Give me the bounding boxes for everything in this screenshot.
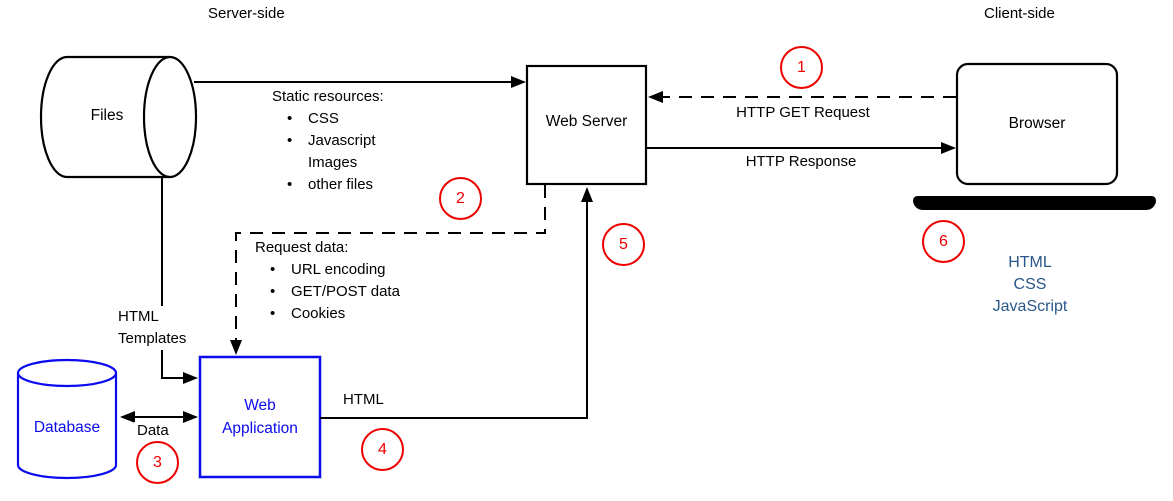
request-data-item: •Cookies xyxy=(255,303,400,325)
web-application-label-line1: Web xyxy=(244,397,276,414)
client-stack-html: HTML xyxy=(1008,254,1052,271)
callout-3: 3 xyxy=(136,441,179,484)
client-stack-javascript: JavaScript xyxy=(992,298,1068,315)
database-cylinder-body xyxy=(16,373,118,480)
client-stack-block: HTML CSS JavaScript xyxy=(968,252,1092,318)
web-server-box xyxy=(525,64,648,186)
request-data-heading: Request data: xyxy=(255,239,349,256)
data-edge-label: Data xyxy=(134,422,172,440)
web-server-node-label: Web Server xyxy=(545,113,628,130)
callout-5: 5 xyxy=(602,223,645,266)
web-application-label-line2: Application xyxy=(222,420,298,437)
files-node-label: Files xyxy=(90,107,124,124)
edge-requestdata-dashed-arrow xyxy=(230,185,546,355)
callout-1: 1 xyxy=(780,46,823,89)
http-get-request-label: HTTP GET Request xyxy=(736,104,870,121)
server-side-heading: Server-side xyxy=(208,5,285,22)
callout-2: 2 xyxy=(439,177,482,220)
edge-html-up-arrow xyxy=(320,187,593,419)
http-response-label: HTTP Response xyxy=(745,153,857,170)
client-side-heading: Client-side xyxy=(984,5,1055,22)
static-resources-item: •CSS xyxy=(272,108,384,130)
laptop-base-bar xyxy=(913,196,1156,210)
bullet-icon: • xyxy=(270,283,276,300)
database-cylinder-top xyxy=(16,358,118,388)
request-data-block: Request data: •URL encoding •GET/POST da… xyxy=(255,237,400,325)
bullet-icon: • xyxy=(270,261,276,278)
static-resources-heading: Static resources: xyxy=(272,88,384,105)
files-cylinder-body xyxy=(39,55,170,179)
web-application-box xyxy=(198,355,322,479)
bullet-icon: • xyxy=(287,176,293,193)
bullet-icon: • xyxy=(270,305,276,322)
web-application-node-label: Web Application xyxy=(200,394,320,440)
html-templates-line1: HTML xyxy=(118,308,159,325)
html-templates-line2: Templates xyxy=(118,330,187,347)
static-resources-item: Images xyxy=(308,154,358,171)
static-resources-block: Static resources: •CSS •Javascript Image… xyxy=(272,86,384,196)
bullet-icon: • xyxy=(287,110,293,127)
request-data-item: •GET/POST data xyxy=(255,281,400,303)
html-edge-label: HTML xyxy=(343,391,384,408)
bullet-icon: • xyxy=(287,132,293,149)
client-stack-css: CSS xyxy=(1013,276,1047,293)
callout-6: 6 xyxy=(922,220,965,263)
database-node-label: Database xyxy=(33,419,101,436)
static-resources-item: •other files xyxy=(272,174,384,196)
edge-htmltemplates-arrow xyxy=(161,177,198,384)
request-data-item: •URL encoding xyxy=(255,259,400,281)
html-templates-label: HTML Templates xyxy=(115,306,190,350)
callout-4: 4 xyxy=(361,428,404,471)
static-resources-item: •Javascript xyxy=(272,130,384,152)
browser-box xyxy=(955,62,1119,186)
browser-node-label: Browser xyxy=(1008,115,1066,132)
files-cylinder-cap xyxy=(142,55,198,179)
